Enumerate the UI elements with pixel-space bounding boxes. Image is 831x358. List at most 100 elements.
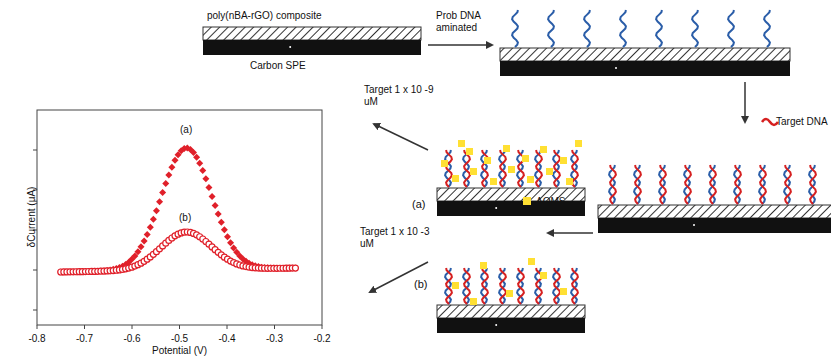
aqms-dye bbox=[575, 140, 582, 147]
axis-title: δCurrent (μA) bbox=[26, 187, 38, 248]
dna-strand bbox=[500, 268, 506, 304]
carbon-electrode bbox=[437, 318, 585, 333]
aqms-dye bbox=[466, 148, 473, 155]
axis-tick bbox=[132, 325, 133, 329]
tick-label: -0.7 bbox=[76, 333, 93, 345]
data-point bbox=[196, 160, 203, 167]
dna-strand bbox=[499, 268, 505, 304]
data-point bbox=[156, 198, 163, 205]
axis-tick bbox=[179, 325, 180, 329]
dna-strand bbox=[609, 165, 615, 204]
data-point bbox=[159, 189, 166, 196]
aqms-dye bbox=[540, 146, 547, 153]
axis-tick bbox=[33, 150, 37, 151]
data-point bbox=[212, 202, 219, 209]
data-point bbox=[215, 211, 222, 218]
aqms-dye bbox=[508, 166, 515, 173]
dna-strand bbox=[464, 268, 470, 304]
dna-strand bbox=[610, 165, 616, 204]
data-point bbox=[292, 265, 299, 272]
dna-strand bbox=[784, 165, 790, 204]
data-point bbox=[205, 184, 212, 191]
composite-layer bbox=[437, 305, 585, 318]
aqms-dye bbox=[540, 272, 547, 279]
axis-title: Potential (V) bbox=[152, 345, 207, 357]
dna-strand bbox=[464, 150, 470, 187]
aqms-dye bbox=[452, 175, 459, 182]
dna-strand bbox=[785, 165, 791, 204]
electrode-dot bbox=[495, 207, 497, 209]
step-label: Target DNA bbox=[776, 116, 828, 128]
data-point bbox=[168, 164, 175, 171]
aqms-icon bbox=[523, 197, 531, 205]
aqms-dye bbox=[522, 155, 529, 162]
dna-strand bbox=[446, 150, 452, 187]
dna-strand bbox=[809, 165, 815, 204]
electrode-label: Carbon SPE bbox=[250, 60, 306, 72]
aqms-dye bbox=[566, 178, 573, 185]
data-point bbox=[138, 243, 145, 250]
aqms-dye bbox=[503, 145, 510, 152]
step-arrow bbox=[744, 82, 746, 122]
dna-strand bbox=[635, 165, 641, 204]
tick-label: -0.6 bbox=[123, 333, 140, 345]
dna-strand bbox=[535, 150, 541, 187]
aqms-dye bbox=[546, 168, 553, 175]
data-point bbox=[153, 207, 160, 214]
data-point bbox=[292, 265, 298, 271]
panel-label: (b) bbox=[414, 278, 427, 291]
axis-tick bbox=[33, 310, 37, 311]
aqms-dye bbox=[528, 258, 535, 265]
target-dna-icon bbox=[762, 119, 778, 125]
dna-strand bbox=[656, 10, 662, 47]
dna-strand bbox=[554, 268, 560, 304]
dna-strand bbox=[692, 10, 698, 47]
dna-strand bbox=[710, 165, 716, 204]
carbon-electrode bbox=[598, 218, 831, 233]
data-point bbox=[199, 167, 206, 174]
axis-tick bbox=[37, 325, 38, 329]
data-point bbox=[150, 216, 157, 223]
aqms-dye bbox=[470, 168, 477, 175]
dna-strand bbox=[685, 165, 691, 204]
step-arrow bbox=[374, 124, 428, 150]
aqms-dye bbox=[452, 282, 459, 289]
dna-strand bbox=[517, 268, 523, 304]
data-point bbox=[209, 193, 216, 200]
electrode-dot bbox=[495, 324, 497, 326]
dna-strand bbox=[512, 10, 518, 47]
aqms-dye bbox=[560, 288, 567, 295]
aqms-dye bbox=[506, 290, 513, 297]
dna-strand bbox=[445, 268, 451, 304]
composite-layer bbox=[500, 48, 790, 61]
aqms-dye bbox=[470, 298, 477, 305]
dna-strand bbox=[445, 150, 451, 187]
aqms-dye bbox=[480, 262, 487, 269]
dna-strand bbox=[660, 165, 666, 204]
dna-strand bbox=[536, 150, 542, 187]
dna-strand bbox=[760, 165, 766, 204]
composite-layer bbox=[203, 27, 421, 40]
layer-label: poly(nBA-rGO) composite bbox=[207, 10, 321, 22]
dna-strand bbox=[553, 150, 559, 187]
chart bbox=[33, 110, 322, 329]
dna-strand bbox=[446, 268, 452, 304]
composite-layer bbox=[598, 205, 831, 218]
aqms-dye bbox=[490, 178, 497, 185]
data-point bbox=[165, 172, 172, 179]
axis-tick bbox=[84, 325, 85, 329]
data-point bbox=[193, 154, 200, 161]
dna-strand bbox=[735, 165, 741, 204]
condition-label: Target 1 x 10 -3 uM bbox=[360, 226, 430, 250]
axis-tick bbox=[322, 325, 323, 329]
dna-strand bbox=[620, 10, 626, 47]
axis-tick bbox=[227, 325, 228, 329]
aqms-dye bbox=[441, 160, 448, 167]
carbon-electrode bbox=[203, 40, 421, 55]
dna-strand bbox=[500, 150, 506, 187]
dna-strand bbox=[728, 10, 734, 47]
aqms-dye bbox=[484, 157, 491, 164]
curve-label: (a) bbox=[180, 124, 192, 136]
data-point bbox=[221, 226, 228, 233]
condition-label: Target 1 x 10 -9 uM bbox=[364, 84, 434, 108]
